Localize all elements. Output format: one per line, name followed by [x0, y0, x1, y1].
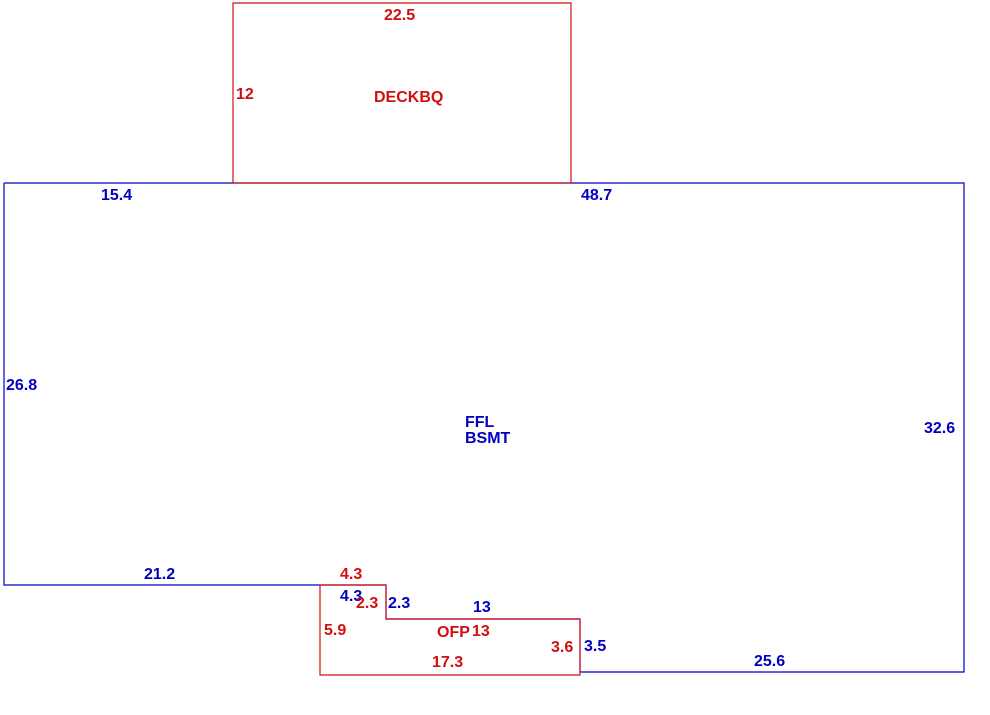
dimension-label-main-top-right: 48.7 [581, 187, 612, 204]
dimension-label-porch-bottom: 17.3 [432, 654, 463, 671]
porch-area-name: OFP [437, 624, 470, 641]
dimension-label-deck-top: 22.5 [384, 7, 415, 24]
dimension-label-main-step-top: 13 [473, 599, 491, 616]
dimension-label-porch-right: 3.6 [551, 639, 573, 656]
dimension-label-porch-step: 2.3 [356, 595, 378, 612]
dimension-label-main-step-side: 3.5 [584, 638, 606, 655]
dimension-label-main-top-left: 15.4 [101, 187, 132, 204]
dimension-label-main-step-right: 2.3 [388, 595, 410, 612]
dimension-label-porch-left: 5.9 [324, 622, 346, 639]
dimension-label-porch-top: 4.3 [340, 566, 362, 583]
dimension-label-main-left: 26.8 [6, 377, 37, 394]
dimension-label-main-step-down: 4.3 [340, 588, 362, 605]
dimension-label-main-bottom-right: 25.6 [754, 653, 785, 670]
dimension-label-main-right: 32.6 [924, 420, 955, 437]
dimension-label-porch-inner-top: 13 [472, 623, 490, 640]
deck-area-name: DECKBQ [374, 89, 443, 106]
dimension-label-deck-left: 12 [236, 86, 254, 103]
main-area-name-line1: FFL [465, 414, 495, 431]
dimension-label-main-bottom-left: 21.2 [144, 566, 175, 583]
deck-area-outline [232, 2, 572, 183]
porch-area-outline [319, 584, 581, 676]
main-area-name-line2: BSMT [465, 430, 511, 447]
